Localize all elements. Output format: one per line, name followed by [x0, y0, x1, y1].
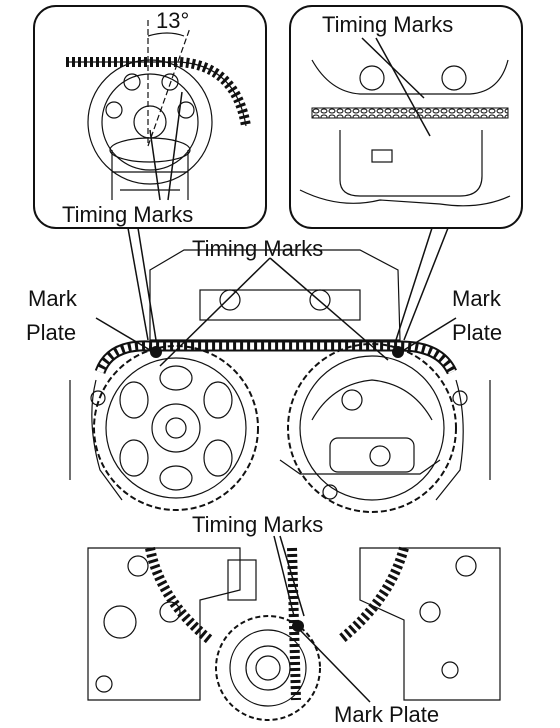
right-inset-timing-marks-label: Timing Marks — [322, 12, 453, 37]
left-inset-timing-marks-label: Timing Marks — [62, 202, 193, 227]
angle-label: 13° — [156, 8, 189, 33]
left-mark-plate — [150, 346, 162, 358]
left-inset-detail: 13° Timing Marks — [33, 5, 267, 229]
right-mark-plate-label-line2: Plate — [452, 320, 502, 345]
left-callout-line-2 — [137, 227, 157, 341]
bottom-mark-plate — [292, 620, 304, 632]
crankshaft-assembly — [87, 535, 501, 721]
upper-timing-marks-label: Timing Marks — [192, 236, 323, 261]
bottom-mark-plate-label: Mark Plate — [334, 702, 439, 727]
right-mark-plate — [392, 346, 404, 358]
left-callout-line — [127, 227, 149, 341]
right-callout-line — [403, 227, 449, 341]
right-inset-detail: Timing Marks — [289, 5, 523, 229]
right-cam-sprocket — [287, 343, 457, 513]
crank-sprocket — [215, 615, 321, 721]
right-mark-plate-label-line1: Mark — [452, 286, 502, 311]
left-cam-sprocket — [93, 345, 259, 511]
cam-sprocket-assembly — [69, 249, 491, 513]
right-callout-line-2 — [395, 227, 433, 341]
left-mark-plate-label-line2: Plate — [26, 320, 76, 345]
left-mark-plate-label-line1: Mark — [28, 286, 78, 311]
lower-timing-marks-label: Timing Marks — [192, 512, 323, 537]
